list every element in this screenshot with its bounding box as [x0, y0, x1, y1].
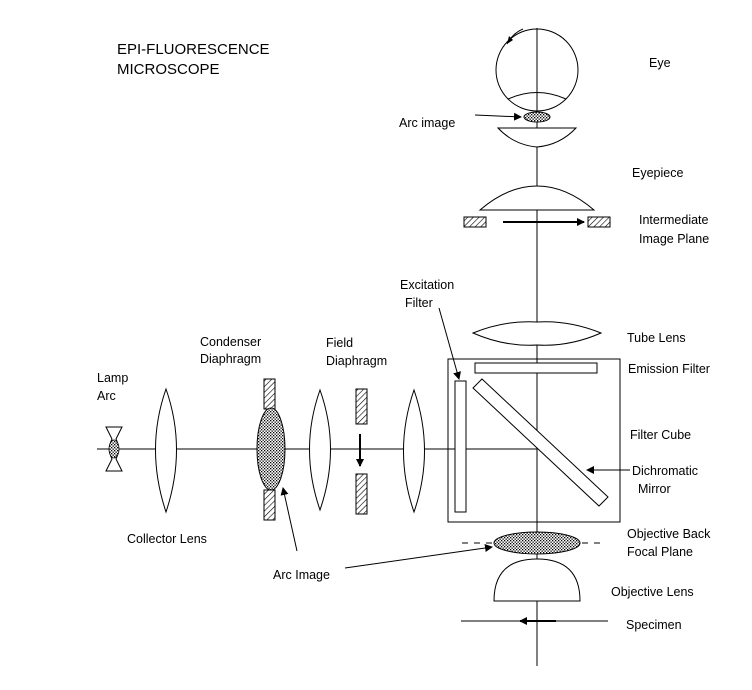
- label-excitation-line2: Filter: [405, 296, 433, 310]
- condenser-diaphragm-bottom: [263, 489, 276, 521]
- label-intermediate-line1: Intermediate: [639, 213, 709, 227]
- label-eyepiece: Eyepiece: [632, 166, 683, 180]
- label-lamp-line2: Arc: [97, 389, 116, 403]
- excitation-filter-pointer: [438, 307, 461, 380]
- eye-icon: [495, 28, 579, 112]
- label-condenser-line2: Diaphragm: [200, 352, 261, 366]
- objective-lens: [493, 558, 581, 602]
- label-objective-back-line2: Focal Plane: [627, 545, 693, 559]
- label-specimen: Specimen: [626, 618, 682, 632]
- excitation-filter: [454, 380, 467, 513]
- collector-lens: [155, 387, 177, 514]
- label-arc-image-bottom: Arc Image: [273, 568, 330, 582]
- label-emission-filter: Emission Filter: [628, 362, 710, 376]
- field-lens: [403, 388, 425, 514]
- condenser-diaphragm-top: [263, 378, 276, 410]
- eye-lens: [496, 127, 578, 148]
- eyepiece-lens: [478, 185, 596, 211]
- emission-filter: [474, 362, 598, 374]
- diagram-title-line2: MICROSCOPE: [117, 61, 220, 78]
- label-collector-lens: Collector Lens: [127, 532, 207, 546]
- arc-image-condenser-ellipse: [256, 407, 286, 491]
- intermediate-diaphragm-right: [587, 216, 611, 228]
- label-objective-back-line1: Objective Back: [627, 527, 711, 541]
- label-dichromatic-line1: Dichromatic: [632, 464, 698, 478]
- label-field-line1: Field: [326, 336, 353, 350]
- arc-image-pointer-objective: [344, 544, 493, 569]
- diagram-title-line1: EPI-FLUORESCENCE: [117, 41, 270, 58]
- label-dichromatic-line2: Mirror: [638, 482, 671, 496]
- dichromatic-mirror: [472, 378, 609, 507]
- label-field-line2: Diaphragm: [326, 354, 387, 368]
- label-objective-lens: Objective Lens: [611, 585, 694, 599]
- label-lamp-line1: Lamp: [97, 371, 128, 385]
- arc-image-top-ellipse: [523, 111, 551, 123]
- arc-image-pointer-condenser: [280, 487, 298, 552]
- arc-image-bottom-ellipse: [493, 531, 581, 555]
- label-condenser-line1: Condenser: [200, 335, 261, 349]
- label-intermediate-line2: Image Plane: [639, 232, 709, 246]
- field-diaphragm-top: [355, 388, 368, 425]
- intermediate-diaphragm-left: [463, 216, 487, 228]
- label-filter-cube: Filter Cube: [630, 428, 691, 442]
- field-diaphragm-bottom: [355, 473, 368, 515]
- arc-image-top-pointer: [474, 112, 522, 121]
- label-excitation-line1: Excitation: [400, 278, 454, 292]
- label-eye: Eye: [649, 56, 671, 70]
- condenser-lens: [309, 388, 331, 512]
- tube-lens: [471, 321, 603, 346]
- filter-cube-box: [447, 358, 621, 523]
- label-arc-image-top: Arc image: [399, 116, 455, 130]
- label-tube-lens: Tube Lens: [627, 331, 686, 345]
- lamp-arc-icon: [105, 426, 123, 472]
